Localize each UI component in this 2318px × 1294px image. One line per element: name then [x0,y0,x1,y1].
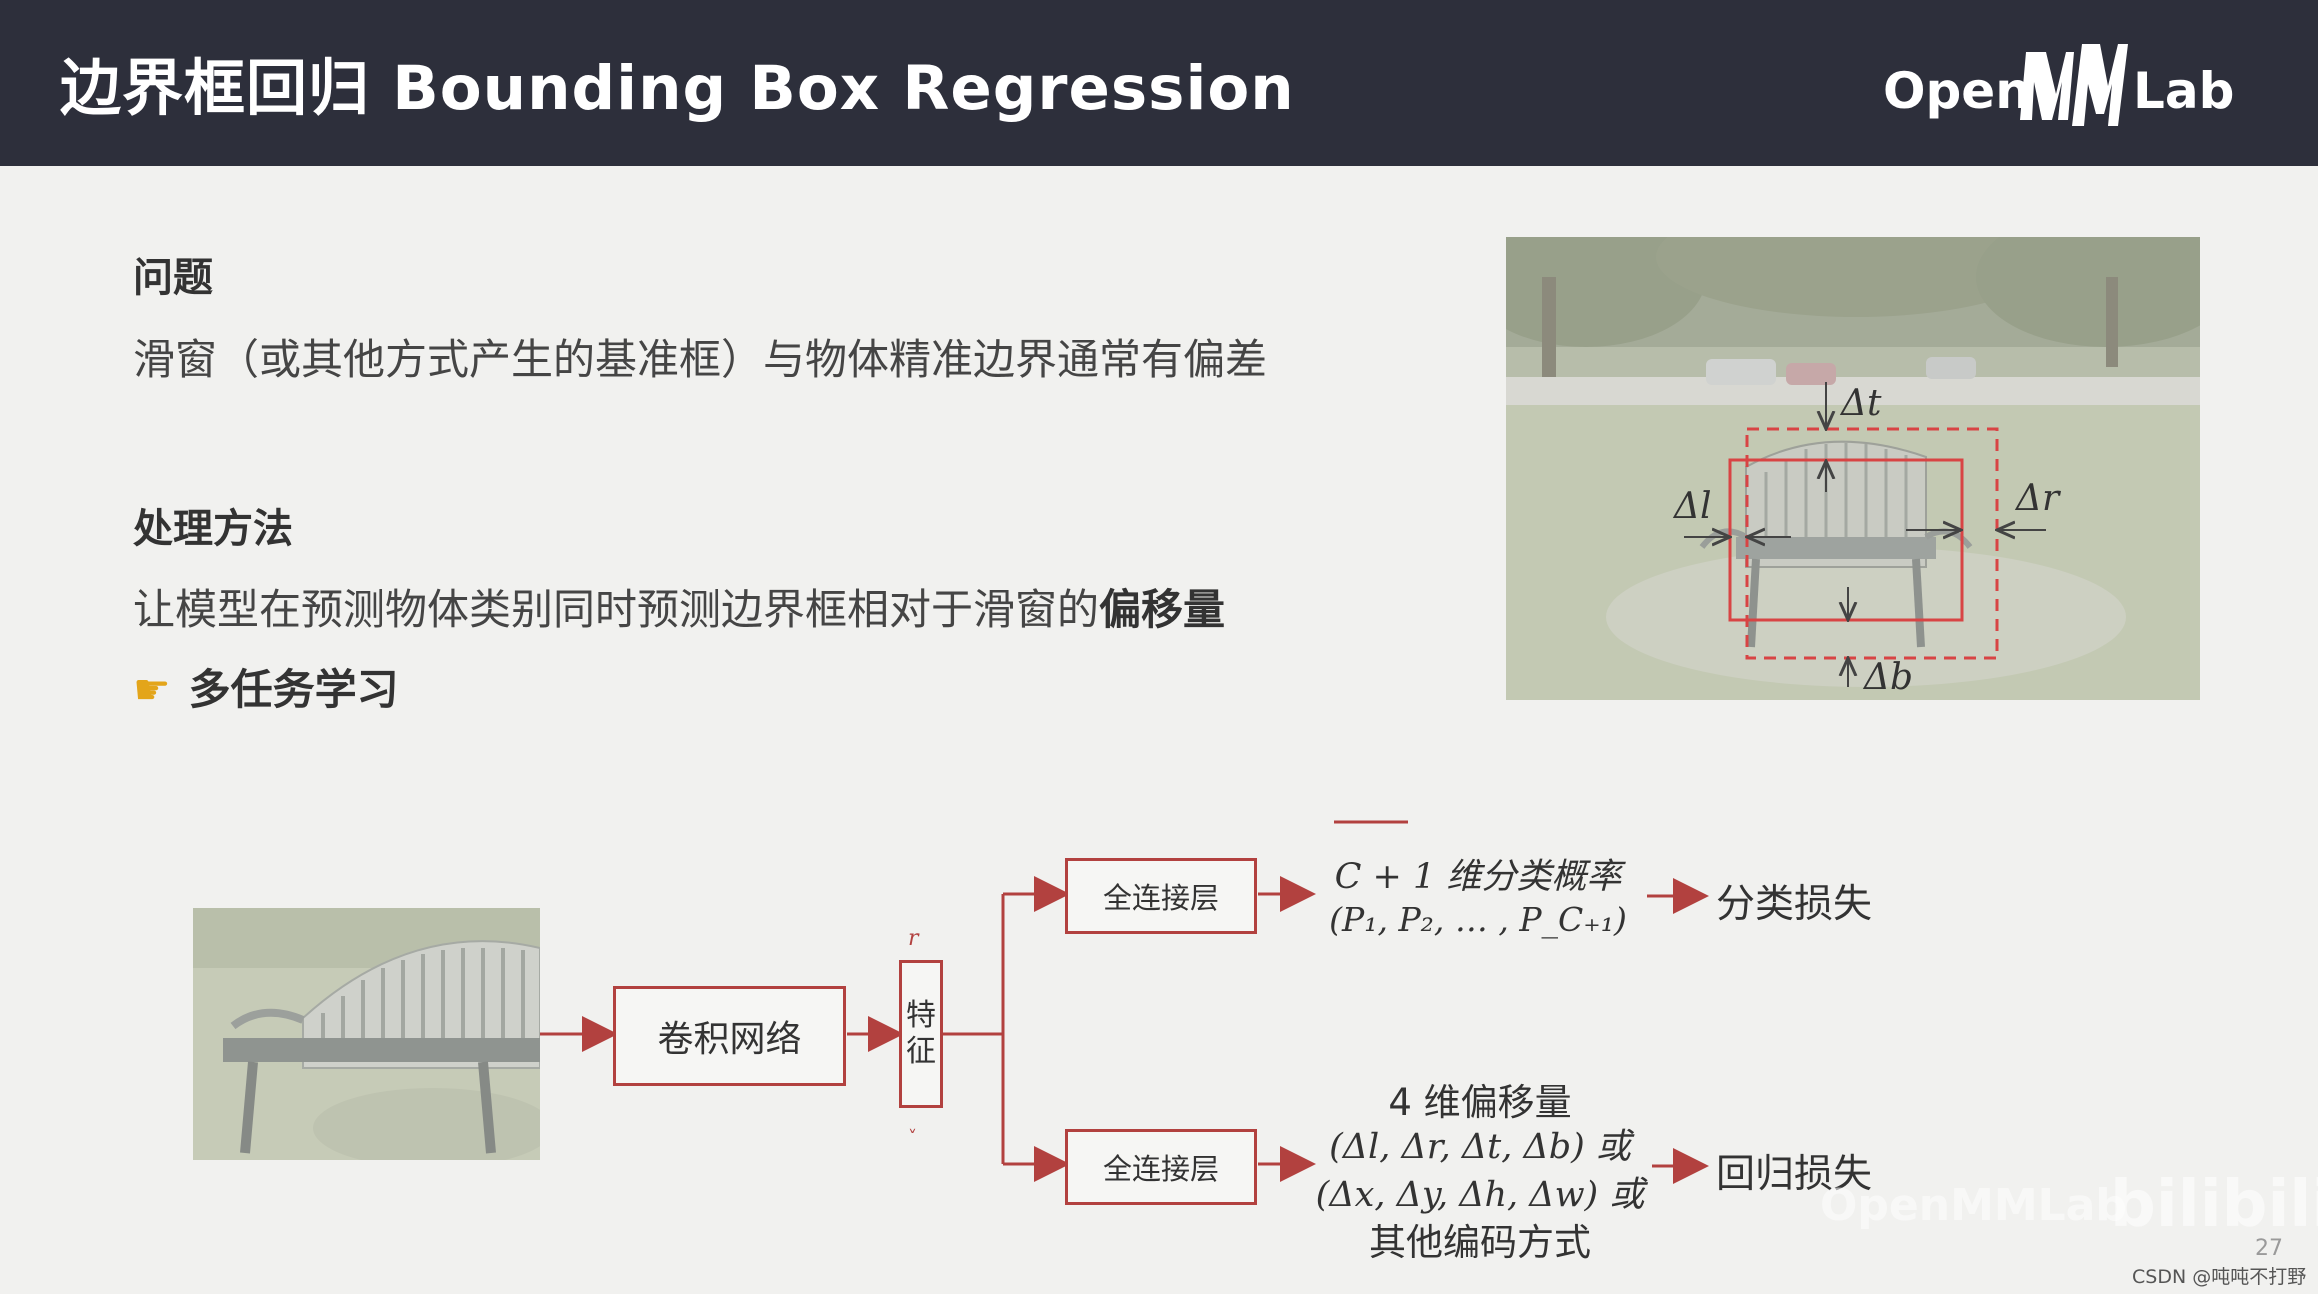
method-text-bold: 偏移量 [1099,585,1226,634]
problem-text: 滑窗（或其他方式产生的基准框）与物体精准边界通常有偏差 [133,335,1268,384]
reg-output-line3: (Δx, Δy, Δh, Δw) 或 [1315,1175,1645,1215]
method-text: 让模型在预测物体类别同时预测边界框相对于滑窗的偏移量 [133,576,1225,637]
method-text-main: 让模型在预测物体类别同时预测边界框相对于滑窗的 [133,585,1100,634]
page-number: 27 [2255,1236,2283,1261]
pointing-hand-icon: ☛ [133,665,171,714]
openmmlab-watermark: OpenMMLab [1820,1180,2127,1231]
fc-layer-top-box: 全连接层 [1065,858,1257,934]
feature-box: 特 征 [899,960,943,1108]
method-heading: 处理方法 [133,506,293,552]
fc-layer-top-label: 全连接层 [1102,881,1219,915]
header-bar: 边界框回归 Bounding Box Regression Open Lab [0,0,2318,166]
cnn-box: 卷积网络 [613,986,846,1086]
logo-open-text: Open [1883,62,2031,120]
fc-layer-bottom-box: 全连接层 [1065,1129,1257,1205]
reg-output-line1: 4 维偏移量 [1388,1081,1572,1124]
feature-label-bottom: 征 [906,1034,936,1069]
delta-r-label: Δr [2014,478,2061,519]
delta-l-label: Δl [1672,486,1712,527]
csdn-credit: CSDN @吨吨不打野 [2132,1266,2307,1288]
feature-label-top: 特 [906,998,936,1033]
reg-output-line2: (Δl, Δr, Δt, Δb) 或 [1329,1127,1631,1167]
bilibili-watermark: bilibili [2110,1168,2318,1242]
park-bench-photo: Δt Δl Δr Δb [1506,237,2200,700]
logo-lab-text: Lab [2133,62,2235,120]
delta-b-label: Δb [1862,657,1913,698]
cnn-label: 卷积网络 [657,1019,802,1060]
fc-layer-bottom-label: 全连接层 [1102,1152,1219,1186]
slide-title: 边界框回归 Bounding Box Regression [60,53,1295,124]
logo-mm-mark-icon [2020,44,2128,126]
problem-heading: 问题 [133,255,213,301]
delta-t-label: Δt [1839,383,1882,424]
svg-text:r: r [908,926,920,951]
cls-output-line1: C + 1 维分类概率 [1334,857,1622,897]
bench-input-image [193,908,540,1160]
svg-text:˅: ˅ [908,1127,917,1148]
reg-output-line4: 其他编码方式 [1369,1221,1591,1264]
openmmlab-logo: Open Lab [1880,34,2234,134]
cls-loss-label: 分类损失 [1716,882,1873,927]
reg-loss-label: 回归损失 [1716,1152,1873,1197]
task-line: ☛ 多任务学习 [133,656,399,717]
cls-output-line2: (P₁, P₂, … , P_C₊₁) [1329,900,1627,939]
task-label: 多任务学习 [188,665,399,714]
